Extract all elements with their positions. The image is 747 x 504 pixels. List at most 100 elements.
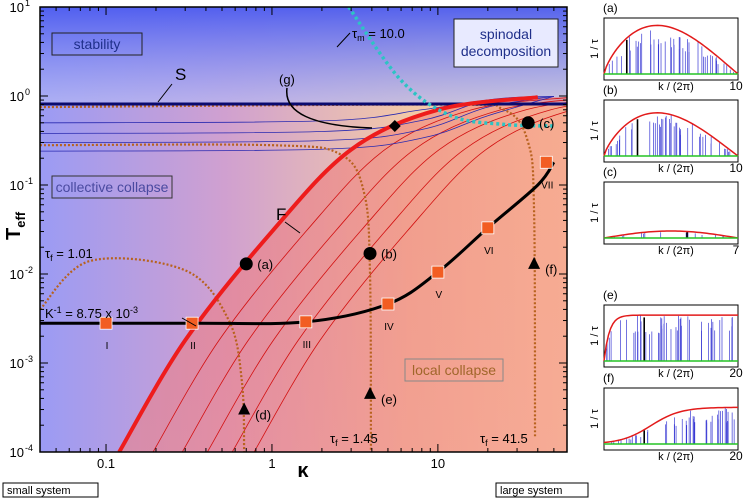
red-shaded-region — [119, 97, 567, 452]
local-box — [404, 358, 504, 382]
panel-y-label: 1 / τ — [589, 121, 601, 141]
y-tick-label: 10 — [10, 89, 24, 104]
label-k-pointer — [181, 317, 197, 327]
triangle-marker — [528, 256, 541, 269]
panel-label: (f) — [603, 371, 614, 385]
large-system-box — [495, 482, 589, 498]
y-tick-exponent: -1 — [25, 176, 33, 186]
label-f: F — [276, 205, 286, 224]
panel-x-label: k / (2π) — [658, 451, 694, 463]
label-k-inverse: K-1 = 8.75 x 10-3 — [45, 305, 138, 321]
panel-x-label: k / (2π) — [658, 245, 694, 257]
tau-m-curve — [347, 7, 554, 128]
label-s-pointer — [157, 83, 173, 103]
panel-frame — [603, 387, 739, 451]
panel-x-max: 20 — [729, 449, 743, 463]
y-tick-exponent: 1 — [25, 0, 30, 8]
thin-red-curve — [181, 99, 567, 452]
footer-small-system: small system — [7, 485, 71, 497]
triangle-marker-label: (f) — [545, 262, 557, 277]
stability-box — [51, 32, 143, 56]
y-tick-label: 10 — [10, 445, 24, 460]
y-axis-label: Teff — [3, 211, 28, 240]
x-tick-label: 0.1 — [97, 456, 115, 471]
thin-blue-curve — [40, 96, 554, 152]
panel-y-label: 1 / τ — [589, 39, 601, 59]
plot-frame — [39, 6, 568, 453]
thin-red-curve — [152, 97, 567, 452]
thin-red-curve — [207, 102, 567, 452]
f-curve — [117, 95, 539, 452]
panel-x-max: 20 — [729, 366, 743, 380]
g-pointer — [286, 87, 373, 129]
label-tau-f2: τf = 1.45 — [330, 431, 378, 448]
square-marker-label: III — [303, 340, 311, 351]
triangle-marker-label: (d) — [255, 408, 271, 423]
small-system-box — [2, 482, 99, 498]
square-marker — [481, 221, 495, 235]
square-marker — [99, 316, 113, 330]
triangle-marker-label: (e) — [381, 392, 397, 407]
square-marker — [431, 265, 445, 279]
y-tick-label: 10 — [10, 356, 24, 371]
y-tick-label: 10 — [10, 0, 24, 15]
square-marker-label: VI — [484, 246, 493, 257]
diamond-marker-label: (g) — [279, 72, 295, 87]
y-tick-exponent: 0 — [25, 87, 30, 97]
triangle-marker — [364, 386, 377, 399]
panel-x-max: 7 — [733, 243, 740, 257]
circle-marker-label: (c) — [539, 116, 554, 131]
side-panels: (a)k / (2π)101 / τ(b)k / (2π)101 / τ(c)k… — [589, 1, 743, 463]
label-s: S — [175, 65, 186, 84]
y-tick-label: 10 — [10, 178, 24, 193]
panel-y-label: 1 / τ — [589, 409, 601, 429]
square-marker-label: IV — [384, 322, 394, 333]
y-tick-exponent: -2 — [25, 265, 33, 275]
panel-envelope-curve — [603, 406, 739, 444]
label-tau-f3: τf = 41.5 — [480, 431, 528, 448]
x-tick-label: 10 — [431, 456, 445, 471]
panel-x-label: k / (2π) — [658, 81, 694, 93]
panel-envelope-curve — [603, 112, 739, 157]
label-tau-m-pointer — [336, 32, 351, 48]
collective-box — [51, 175, 173, 199]
panel-envelope-curve — [603, 24, 739, 75]
y-tick-label: 10 — [10, 267, 24, 282]
square-marker-label: I — [106, 341, 109, 352]
thin-red-curve — [231, 105, 567, 452]
label-f-pointer — [284, 221, 301, 234]
y-tick-exponent: -3 — [25, 354, 33, 364]
label-tau-f1: τf = 1.01 — [45, 246, 93, 263]
circle-marker — [239, 257, 253, 271]
panel-x-label: k / (2π) — [658, 163, 694, 175]
spinodal-box — [453, 18, 559, 68]
panel-x-label: k / (2π) — [658, 368, 694, 380]
panel-label: (a) — [603, 1, 618, 15]
x-axis-label: κ — [297, 460, 309, 482]
circle-marker — [363, 246, 377, 260]
panel-label: (c) — [603, 165, 617, 179]
circle-marker-label: (a) — [257, 257, 273, 272]
circle-marker-label: (b) — [381, 246, 397, 261]
panel-y-label: 1 / τ — [589, 326, 601, 346]
panel-label: (e) — [603, 288, 618, 302]
panel-frame — [603, 181, 739, 245]
square-marker — [381, 297, 395, 311]
panel-label: (b) — [603, 83, 618, 97]
panel-x-max: 10 — [729, 79, 743, 93]
panel-envelope-curve — [603, 230, 739, 239]
region-stability: stability — [74, 36, 121, 52]
tau-f-curve — [40, 257, 246, 452]
y-tick-exponent: -4 — [25, 443, 33, 453]
label-tau-m: τm = 10.0 — [352, 26, 405, 43]
panel-y-label: 1 / τ — [589, 203, 601, 223]
panel-envelope-curve — [603, 314, 738, 362]
square-marker-label: VII — [541, 180, 553, 191]
diamond-marker — [388, 120, 401, 133]
region-collective-collapse: collective collapse — [56, 179, 169, 195]
square-marker — [539, 155, 553, 169]
square-marker-label: V — [436, 290, 443, 301]
